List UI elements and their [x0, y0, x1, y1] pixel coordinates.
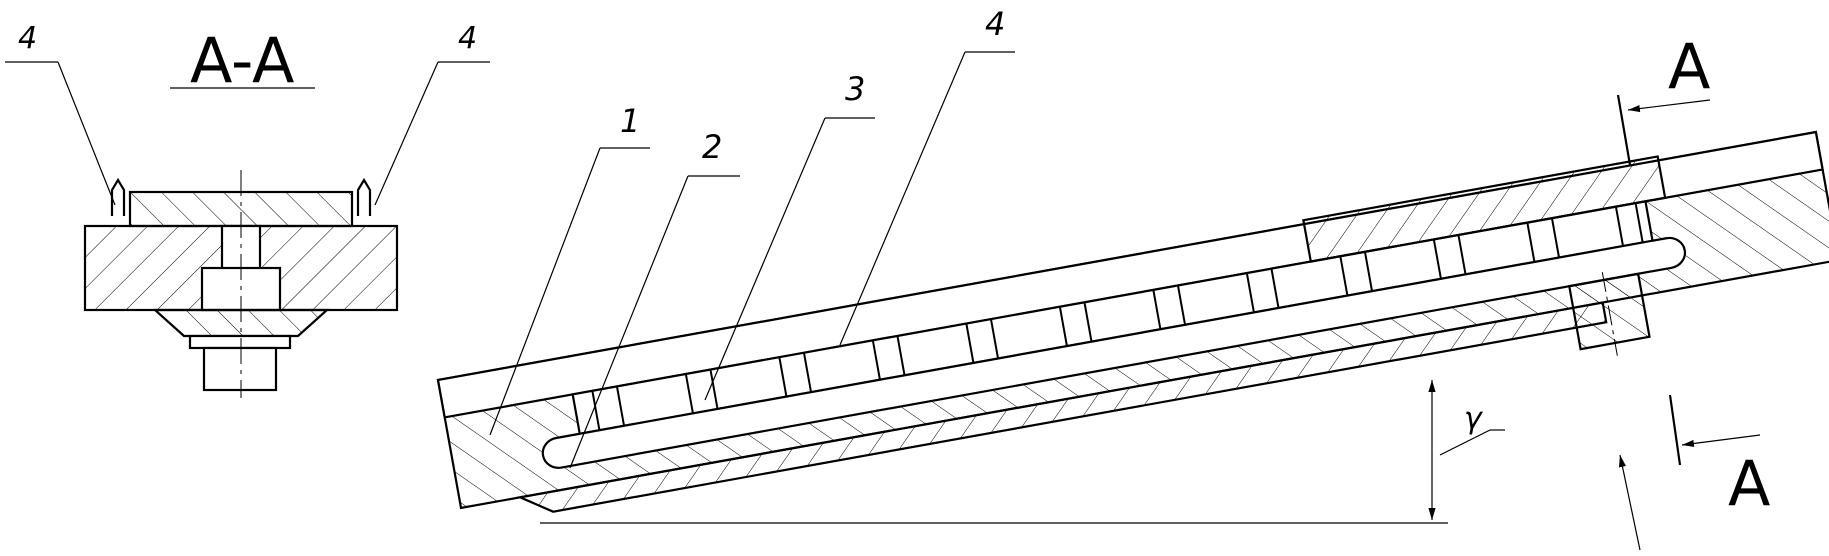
- callout-4: 4: [985, 5, 1005, 43]
- section-mark-top-letter: A: [1668, 30, 1710, 103]
- section-view: A-A 4 4: [5, 21, 490, 398]
- section-label-left: 4: [18, 21, 37, 56]
- angle-leader: [1439, 429, 1491, 456]
- section-mark-top-bar: [1616, 94, 1632, 166]
- callout-1: 1: [620, 102, 640, 140]
- section-clip-left: [110, 177, 126, 216]
- section-mark-bottom-bar: [1668, 394, 1682, 466]
- section-title: A-A: [190, 24, 294, 97]
- upper-block: [1302, 155, 1667, 263]
- inner-channel: [541, 236, 1687, 469]
- callout-1-leader: [489, 147, 601, 436]
- section-lower-cone: [152, 308, 330, 338]
- angle-symbol: γ: [1464, 401, 1484, 436]
- callout-4-leader: [839, 51, 966, 346]
- section-mark-top-arrow: [1627, 99, 1711, 113]
- inclined-assembly: [436, 130, 1829, 513]
- callout-3-leader: [704, 117, 826, 401]
- leader-line-left: [57, 61, 116, 206]
- section-mark-bottom-arrow: [1681, 434, 1761, 448]
- section-clip-right: [356, 177, 372, 216]
- leader-line-right: [374, 61, 439, 206]
- main-view: γ 1 2 3 4 A A: [436, 5, 1829, 551]
- cell-dividers: [591, 202, 1644, 431]
- section-shaft-end: [202, 346, 278, 392]
- callout-2: 2: [702, 128, 722, 166]
- shaft-center-line: [1601, 272, 1618, 356]
- view-direction-arrow: [1618, 454, 1641, 551]
- section-nut: [188, 334, 292, 350]
- callout-3: 3: [845, 70, 865, 108]
- section-label-right: 4: [458, 21, 477, 56]
- callout-2-leader: [569, 175, 689, 469]
- section-mark-bottom-letter: A: [1728, 447, 1770, 520]
